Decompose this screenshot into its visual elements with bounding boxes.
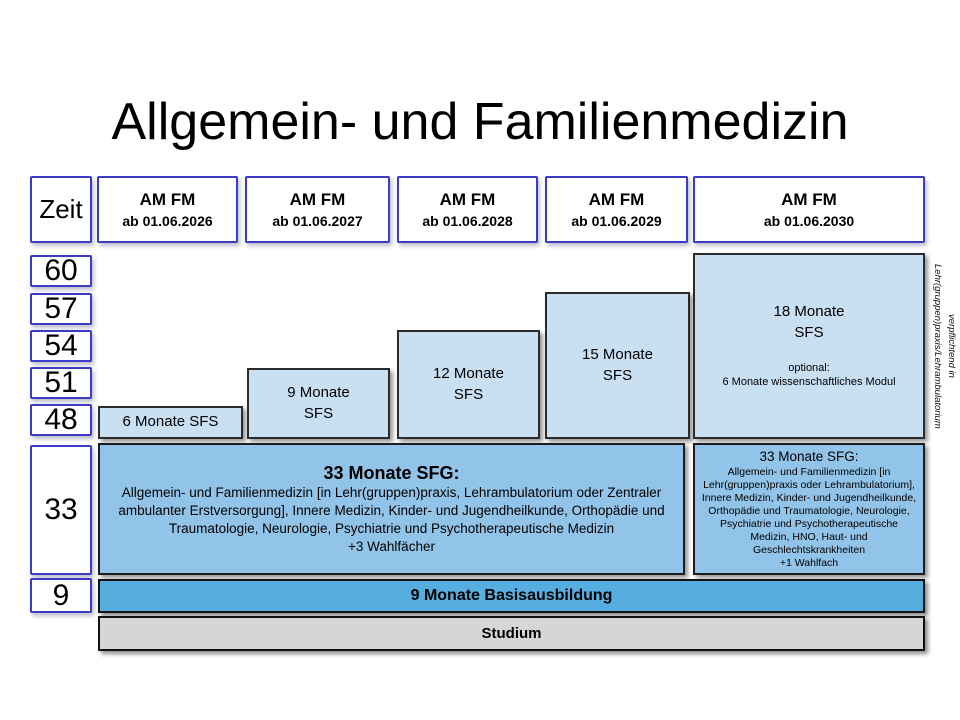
sfg-main-extra: +3 Wahlfächer: [348, 539, 435, 555]
cohort-header-2027: AM FM ab 01.06.2027: [245, 176, 390, 243]
side-note: verpflichtend in Lehr(gruppen)praxis/Leh…: [926, 248, 958, 444]
cohort-header-2029: AM FM ab 01.06.2029: [545, 176, 688, 243]
cohort-header-2030: AM FM ab 01.06.2030: [693, 176, 925, 243]
sfg-alt-heading: 33 Monate SFG:: [759, 449, 859, 465]
cohort-name: AM FM: [588, 189, 645, 209]
sfg-alt-body: Allgemein- und Familienmedizin [in Lehr(…: [701, 465, 917, 556]
sfs-label: 12 Monate: [433, 365, 504, 383]
sfg-main-body: Allgemein- und Familienmedizin [in Lehr(…: [118, 485, 665, 537]
cohort-name: AM FM: [439, 189, 496, 209]
sfs-box-18-monate: 18 Monate SFS optional: 6 Monate wissens…: [693, 253, 925, 439]
sfg-alt-box: 33 Monate SFG: Allgemein- und Familienme…: [693, 443, 925, 575]
sfg-main-heading: 33 Monate SFG:: [323, 462, 460, 483]
sfs-label: 9 Monate: [287, 384, 350, 402]
zeit-row-54: 54: [30, 329, 92, 362]
zeit-header: Zeit: [30, 176, 92, 243]
sfs-label: SFS: [794, 323, 824, 341]
slide-title: Allgemein- und Familienmedizin: [111, 93, 849, 151]
side-note-line2: Lehr(gruppen)praxis/Lehrambulatorium: [932, 263, 944, 429]
studium-bar: Studium: [98, 616, 925, 651]
sfs-label: 15 Monate: [582, 346, 653, 364]
zeit-row-33: 33: [30, 445, 92, 575]
zeit-row-51: 51: [30, 366, 92, 399]
sfs-box-9-monate: 9 Monate SFS: [247, 368, 390, 439]
cohort-start-date: ab 01.06.2026: [122, 212, 213, 229]
sfs-label: 6 Monate SFS: [122, 413, 219, 431]
sfg-alt-extra: +1 Wahlfach: [779, 556, 839, 569]
zeit-row-9: 9: [30, 578, 92, 613]
cohort-start-date: ab 01.06.2030: [763, 212, 855, 229]
cohort-header-2026: AM FM ab 01.06.2026: [97, 176, 238, 243]
cohort-start-date: ab 01.06.2029: [571, 212, 662, 229]
sfs-label: SFS: [453, 385, 484, 403]
cohort-name: AM FM: [781, 189, 837, 209]
sfs-optional-label: optional:: [788, 361, 830, 374]
cohort-name: AM FM: [139, 189, 196, 209]
sfs-label: SFS: [303, 404, 334, 422]
side-note-line1: verpflichtend in: [946, 314, 957, 378]
sfs-label: SFS: [602, 366, 633, 384]
cohort-header-2028: AM FM ab 01.06.2028: [397, 176, 538, 243]
sfs-box-12-monate: 12 Monate SFS: [397, 330, 540, 439]
sfs-box-6-monate: 6 Monate SFS: [98, 406, 243, 439]
zeit-row-57: 57: [30, 292, 92, 325]
sfs-label: 18 Monate: [773, 303, 845, 321]
zeit-row-48: 48: [30, 403, 92, 436]
sfs-optional-text: 6 Monate wissenschaftliches Modul: [722, 376, 896, 389]
sfg-main-box: 33 Monate SFG: Allgemein- und Familienme…: [98, 443, 685, 575]
zeit-row-60: 60: [30, 254, 92, 287]
cohort-name: AM FM: [289, 189, 346, 209]
sfs-box-15-monate: 15 Monate SFS: [545, 292, 690, 439]
cohort-start-date: ab 01.06.2028: [422, 212, 513, 229]
basisausbildung-bar: 9 Monate Basisausbildung: [98, 579, 925, 613]
cohort-start-date: ab 01.06.2027: [272, 212, 363, 229]
